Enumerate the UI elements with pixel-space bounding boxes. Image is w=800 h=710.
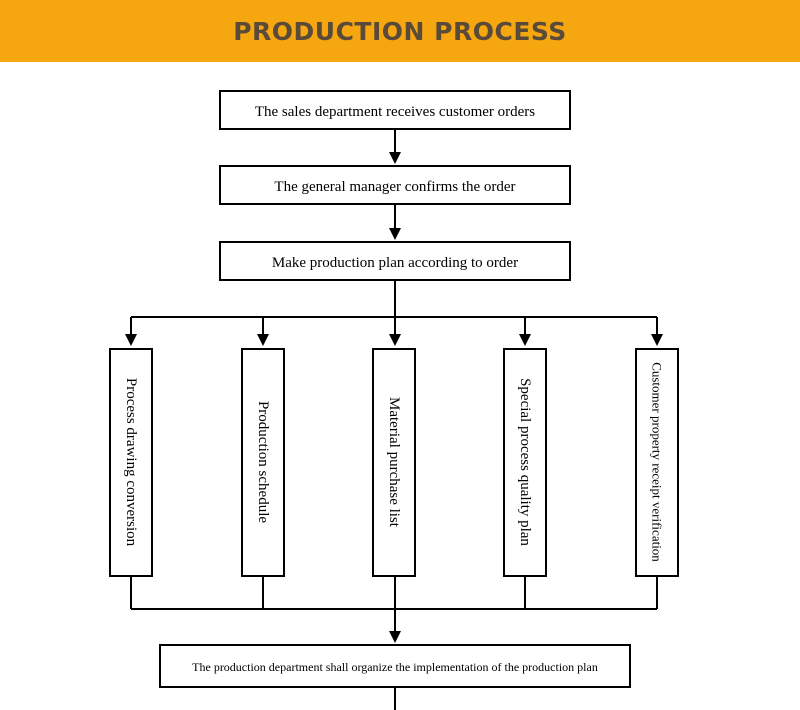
step-label-organize-implementation: The production department shall organize… [192,660,598,674]
branch-box-customer-property [635,348,679,577]
branch-label-customer-property: Customer property receipt verification [650,362,665,562]
step-label-sales-orders: The sales department receives customer o… [255,104,535,120]
branch-box-special-process [503,348,547,577]
arrow-down-icon [519,334,531,346]
header-banner: PRODUCTION PROCESS [0,0,800,62]
arrow-down-icon [389,228,401,240]
branch-box-process-drawing [109,348,153,577]
arrow-down-icon [389,152,401,164]
branch-label-special-process: Special process quality plan [517,378,533,546]
branch-label-process-drawing: Process drawing conversion [123,378,139,547]
arrow-down-icon [125,334,137,346]
branch-label-production-schedule: Production schedule [255,401,271,523]
arrow-down-icon [389,334,401,346]
step-label-production-plan: Make production plan according to order [272,255,518,271]
branch-box-material-purchase [372,348,416,577]
branch-box-production-schedule [241,348,285,577]
page-title: PRODUCTION PROCESS [233,16,567,46]
arrow-down-icon [257,334,269,346]
branch-label-material-purchase: Material purchase list [386,397,402,528]
arrow-down-icon [651,334,663,346]
arrow-down-icon [389,631,401,643]
step-box-production-plan [219,241,571,281]
step-box-organize-implementation [159,644,631,688]
step-box-confirm-order [219,165,571,205]
step-label-confirm-order: The general manager confirms the order [274,179,515,195]
